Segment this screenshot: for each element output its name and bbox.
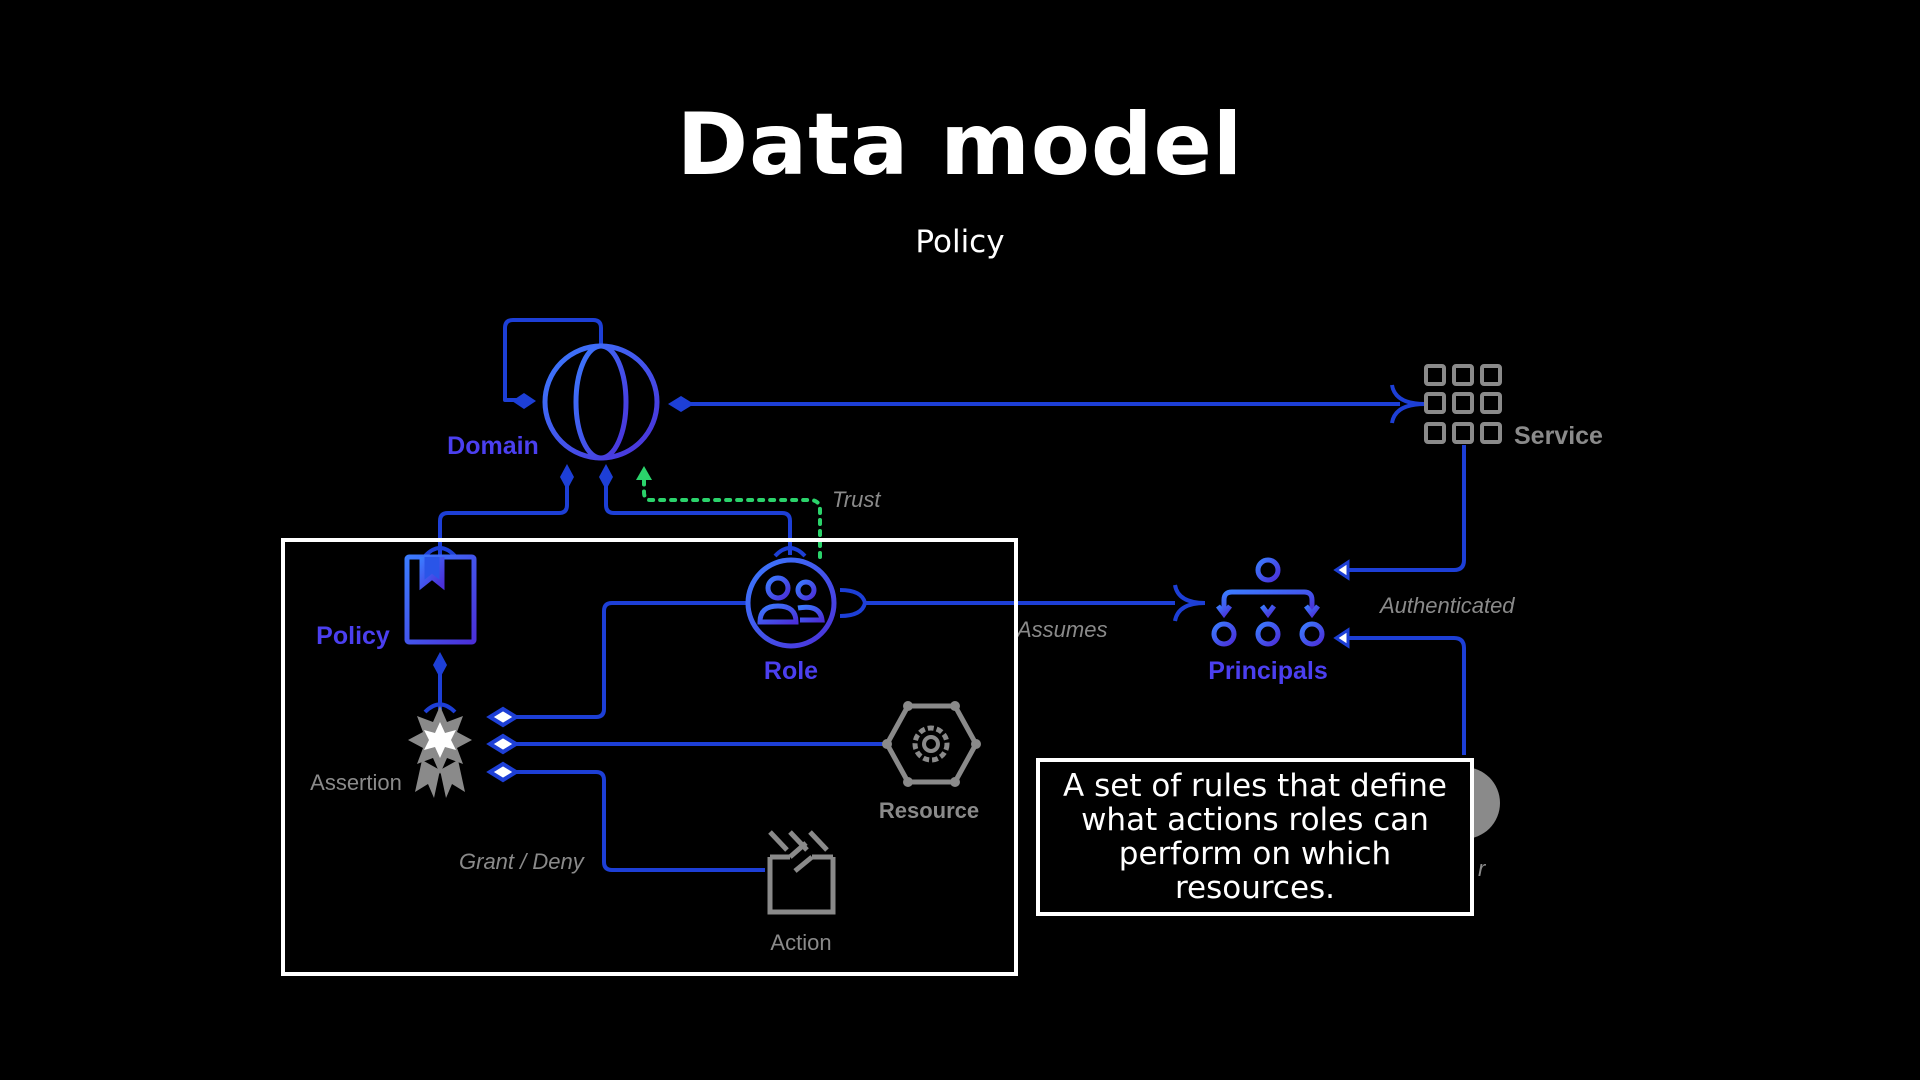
role-label: Role [764, 657, 818, 685]
assumes-edge-label: Assumes [1015, 617, 1107, 642]
diamond-domain-right [668, 396, 694, 412]
service-crowfoot [1390, 384, 1426, 424]
domain-role-link [604, 480, 792, 555]
diamond-role-hollow [486, 706, 520, 728]
action-assertion-link [510, 770, 765, 872]
domain-self-loop [503, 318, 603, 402]
domain-label: Domain [447, 432, 539, 460]
slide-title: Data model [676, 95, 1244, 195]
callout-text: A set of rules that define what actions … [1063, 768, 1447, 906]
resource-gear-icon[interactable] [882, 701, 981, 787]
diamond-policy-assertion [433, 652, 447, 678]
resource-label: Resource [879, 798, 979, 823]
trust-edge-label: Trust [832, 487, 881, 512]
service-label: Service [1514, 422, 1603, 450]
diamond-resource-hollow [486, 733, 520, 755]
diamond-action-hollow [486, 761, 520, 783]
composition-diamonds [433, 393, 694, 678]
authenticated-edge-label: Authenticated [1378, 593, 1515, 618]
diamond-domain-policy [560, 464, 574, 490]
assertion-badge-icon[interactable] [408, 706, 472, 798]
policy-description-callout: A set of rules that define what actions … [1036, 758, 1474, 916]
grant-deny-edge-label: Grant / Deny [459, 849, 586, 874]
globe-icon[interactable] [542, 343, 660, 461]
principals-hierarchy-icon[interactable] [1211, 557, 1325, 647]
service-principals-link [1345, 445, 1466, 572]
role-right-crowfoot [839, 588, 867, 618]
diamond-domain-role [599, 464, 613, 490]
assertion-label: Assertion [310, 770, 402, 795]
arrow-authenticated-2 [1333, 627, 1350, 649]
highlight-box [281, 538, 1018, 976]
action-clapper-icon[interactable] [767, 830, 836, 915]
connector-lines [423, 318, 1466, 872]
slide-subtitle: Policy [915, 224, 1005, 260]
domain-policy-link [438, 480, 569, 555]
action-label: Action [770, 930, 831, 955]
user-label-partial: r [1478, 856, 1487, 881]
trust-link [636, 466, 822, 559]
policy-label: Policy [316, 622, 390, 650]
assertion-crowfoot [423, 702, 457, 714]
diamond-domain-left [512, 393, 536, 409]
principals-crowfoot [1173, 584, 1206, 622]
arrow-authenticated-1 [1333, 559, 1350, 581]
principal-arrowheads [1333, 559, 1350, 649]
principals-label: Principals [1208, 657, 1328, 685]
role-users-icon[interactable] [745, 557, 837, 649]
policy-crowfoot [423, 546, 457, 558]
service-grid-icon[interactable] [1424, 364, 1502, 444]
role-assertion-link [510, 601, 746, 719]
user-principals-link [1345, 636, 1466, 755]
role-crowfoot [773, 546, 807, 558]
trust-arrowhead [636, 466, 652, 480]
assertion-diamonds [486, 706, 520, 783]
policy-document-icon[interactable] [404, 554, 477, 645]
